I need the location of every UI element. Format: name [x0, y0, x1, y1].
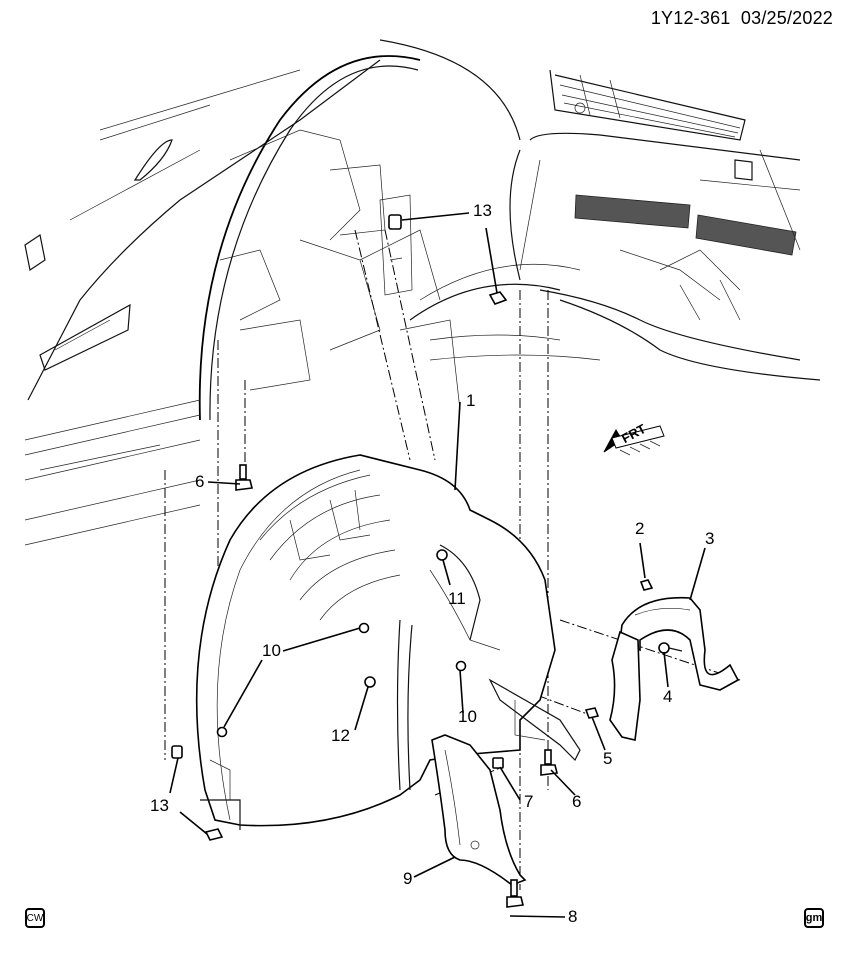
callout-12: 12: [331, 726, 350, 745]
wheelhouse-liner-part: [195, 454, 581, 830]
fasteners: [171, 214, 683, 908]
callout-7: 7: [524, 792, 534, 811]
callout-10-right: 10: [458, 707, 477, 726]
front-direction-arrow-icon: [603, 425, 665, 456]
diagram-date: 03/25/2022: [740, 8, 833, 28]
callout-1: 1: [466, 391, 476, 410]
callout-4: 4: [663, 687, 673, 706]
callout-2: 2: [635, 519, 645, 538]
callout-leader-lines: [169, 212, 706, 918]
callout-9: 9: [403, 869, 413, 888]
gm-logo-icon: gm: [804, 908, 824, 928]
diagram-reference: 1Y12-361 03/25/2022: [651, 8, 833, 29]
bracket-part: [609, 596, 740, 741]
callout-3: 3: [705, 529, 715, 548]
callout-10-left: 10: [262, 641, 281, 660]
callout-8: 8: [568, 907, 578, 926]
callout-6-upper: 6: [195, 472, 205, 491]
callout-13-lower: 13: [150, 796, 169, 815]
vehicle-body-outline: [24, 39, 821, 546]
callout-13-upper: 13: [473, 201, 492, 220]
callout-6-lower: 6: [572, 792, 582, 811]
callout-5: 5: [603, 749, 613, 768]
cw-badge-icon: CW: [25, 908, 45, 928]
liner-extension-part: [431, 734, 527, 886]
diagram-id: 1Y12-361: [650, 8, 731, 28]
callout-11: 11: [448, 589, 466, 608]
